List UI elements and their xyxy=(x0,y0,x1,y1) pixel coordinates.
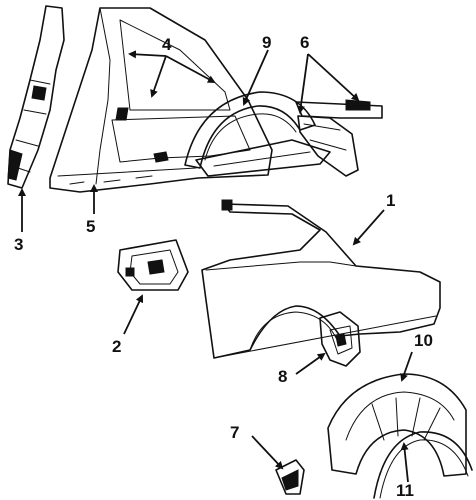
part-6-rear-bracket xyxy=(295,99,383,177)
part-5-quarter-inner-panel xyxy=(49,7,273,193)
part-8-bracket xyxy=(319,311,361,367)
part-9-wheelhouse-arc xyxy=(184,91,316,169)
leader-lines xyxy=(18,49,413,483)
callout-11: 11 xyxy=(396,481,414,500)
part-7-clip xyxy=(275,459,305,495)
callout-6: 6 xyxy=(300,33,309,52)
part-11-wheel-moulding xyxy=(373,431,473,499)
callout-2: 2 xyxy=(112,337,121,356)
part-10-inner-wheelhouse xyxy=(327,373,467,477)
callout-10: 10 xyxy=(414,331,433,350)
callout-1: 1 xyxy=(386,191,395,210)
callout-8: 8 xyxy=(278,367,287,386)
lower-brace xyxy=(195,139,331,177)
callout-5: 5 xyxy=(86,217,95,236)
callout-9: 9 xyxy=(262,33,271,52)
callout-4: 4 xyxy=(162,35,172,54)
callout-7: 7 xyxy=(230,423,239,442)
part-2-fuel-door-housing xyxy=(117,239,189,291)
callout-3: 3 xyxy=(14,235,23,254)
part-1-quarter-panel xyxy=(201,199,441,359)
